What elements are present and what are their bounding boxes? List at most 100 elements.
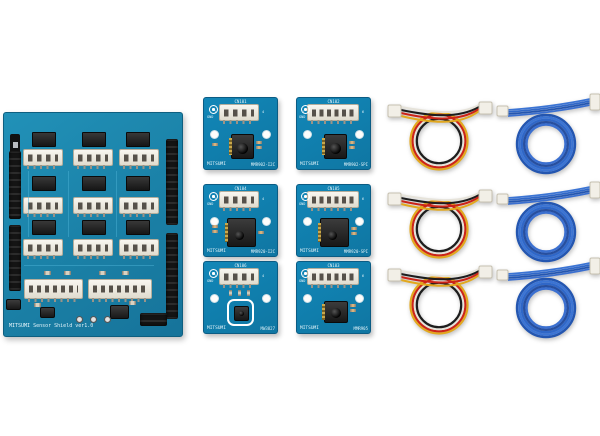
channel-connector [73,239,113,259]
capacitor [350,304,356,307]
channel-connector [23,197,63,217]
chip-pins [322,138,325,155]
wide-plug [589,181,600,199]
jst-plug [387,104,402,118]
blue-wire [520,282,572,334]
amplifier-ic [126,132,150,147]
channel-connector [119,149,159,169]
blue-wire [525,287,567,329]
small-plug [496,105,509,117]
sensor-board-mw3827: CN106 1 4 GND MITSUMI MW3827 [203,261,278,334]
resistor [212,230,218,233]
sensor-silkscreen-outline [227,299,254,326]
small-plug [496,193,509,205]
sensor-port [237,143,248,154]
mounting-hole [355,217,364,226]
connector-ref-label: CN101 [234,99,247,104]
pin-number-label: 6 [362,110,365,114]
blue-wire [520,118,572,170]
wire-red [400,108,480,120]
optical-sensor-chip [234,306,249,321]
brand-label: MITSUMI [300,326,319,331]
mounting-hole [303,217,312,226]
blue-wire [525,123,567,165]
capacitor [258,231,264,234]
wire-yellow [400,274,480,287]
pressure-sensor-chip [229,134,254,159]
four-wire-jst-cable [387,101,493,171]
gnd-test-point [301,269,310,278]
brand-label: MITSUMI [207,249,226,254]
amplifier-ic [126,220,150,235]
wire-red [400,196,480,208]
brand-label: MITSUMI [300,249,319,254]
pressure-sensor-chip [318,218,349,247]
wide-plug [589,257,600,275]
connector-ref-label: CN104 [234,186,247,191]
blue-wire [507,268,591,281]
mounting-hole [355,130,364,139]
blue-wire [507,100,591,113]
wire-yellow [400,110,480,123]
four-wire-jst-cable [387,265,493,335]
chip-pins [229,138,232,155]
test-point [76,316,83,323]
amplifier-ic [126,176,150,191]
wire-red [411,277,467,333]
gnd-label: GND [207,202,214,206]
jst-connector [219,191,259,211]
mounting-hole [303,294,312,303]
wire-black [400,194,480,205]
brand-label: MITSUMI [207,326,226,331]
chip-pins [225,223,228,242]
capacitor [238,290,241,296]
gnd-test-point [301,192,310,201]
blue-wire [518,116,574,172]
capacitor [256,141,262,144]
four-wire-jst-cable [387,189,493,259]
wire-black [415,117,463,165]
wide-connector [24,279,83,302]
test-point [90,316,97,323]
part-number-label: MMR905 [353,326,368,331]
connector-ref-label: CN102 [327,99,340,104]
gnd-label: GND [207,115,214,119]
sensor-port [328,231,337,240]
sensor-port [235,231,244,240]
gnd-label: GND [299,279,306,283]
ic-chip [6,299,21,310]
jst-plug [478,265,493,279]
sensor-board-mmr902-i2c: CN101 1 4 GND MITSUMI MMR902-I2C [203,97,278,170]
amplifier-ic [32,220,56,235]
wire-black [400,270,480,281]
blue-wire [507,102,591,115]
small-plug [496,269,509,281]
mounting-hole [262,294,271,303]
channel-connector [23,149,63,169]
wire-white [413,203,465,255]
wide-connector [88,279,152,302]
mounting-hole [355,294,364,303]
capacitor [349,141,355,144]
channel-connector [73,197,113,217]
chip-pins [322,304,325,320]
part-number-label: MMR902-I2C [250,162,275,167]
sensor-board-mmr902-spi: CN102 1 6 GND MITSUMI MMR902-SPI [296,97,371,170]
blue-wire [515,201,577,263]
part-number-label: MMR902-SPI [343,162,368,167]
gnd-test-point [301,105,310,114]
blue-flat-cable [496,181,600,263]
capacitor [247,290,250,296]
channel-connector [73,149,113,169]
pcb-trace [24,265,154,266]
pin-number-label: 4 [262,197,265,201]
resistor [99,271,106,275]
sensor-board-mmr920-spi: CN105 1 6 GND MITSUMI MMR920-SPI [296,184,371,257]
sensor-port [331,308,341,318]
amplifier-ic [82,220,106,235]
blue-wire [518,204,574,260]
resistor [212,225,218,228]
blue-wire [523,121,569,167]
amplifier-ic [82,132,106,147]
pcb-trace [116,171,117,237]
